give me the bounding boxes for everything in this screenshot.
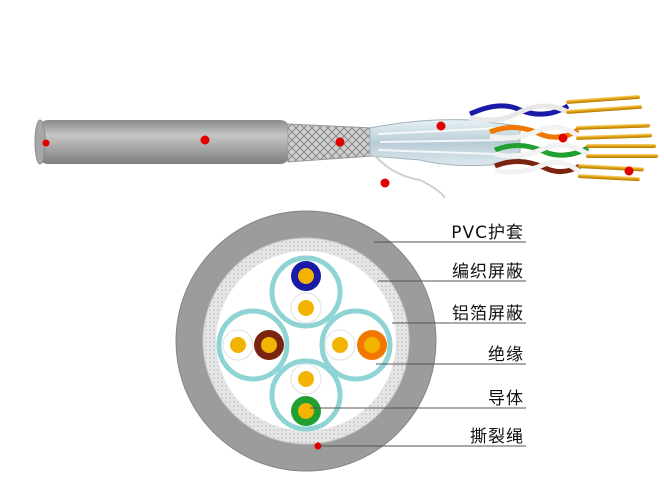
cable-cross-section <box>175 210 437 472</box>
leader-lines <box>310 241 526 447</box>
label-conductor: 导体 <box>488 389 524 409</box>
marker-dots-side <box>42 121 634 188</box>
cable-side-view <box>34 94 658 199</box>
label-braid-shield: 编织屏蔽 <box>452 262 524 282</box>
label-foil-shield: 铝箔屏蔽 <box>452 304 524 324</box>
pair-right <box>319 308 393 382</box>
twisted-pair-blue <box>468 103 570 123</box>
inner-core <box>216 251 396 431</box>
ripcord-side <box>371 151 446 199</box>
cable-braid-side <box>287 123 373 163</box>
pair-left <box>216 308 290 382</box>
twisted-pair-orange <box>489 124 580 141</box>
twisted-pair-green <box>494 142 590 159</box>
label-pvc-jacket: PVC护套 <box>451 223 524 243</box>
pair-top <box>269 255 343 329</box>
ripcord-dot <box>314 442 322 450</box>
cable-jacket-side <box>38 120 290 164</box>
pair-bottom <box>269 358 343 432</box>
label-ripcord: 撕裂绳 <box>470 427 524 447</box>
exposed-conductors <box>566 94 658 182</box>
twisted-pair-brown <box>494 159 582 175</box>
label-insulation: 绝缘 <box>488 345 524 365</box>
